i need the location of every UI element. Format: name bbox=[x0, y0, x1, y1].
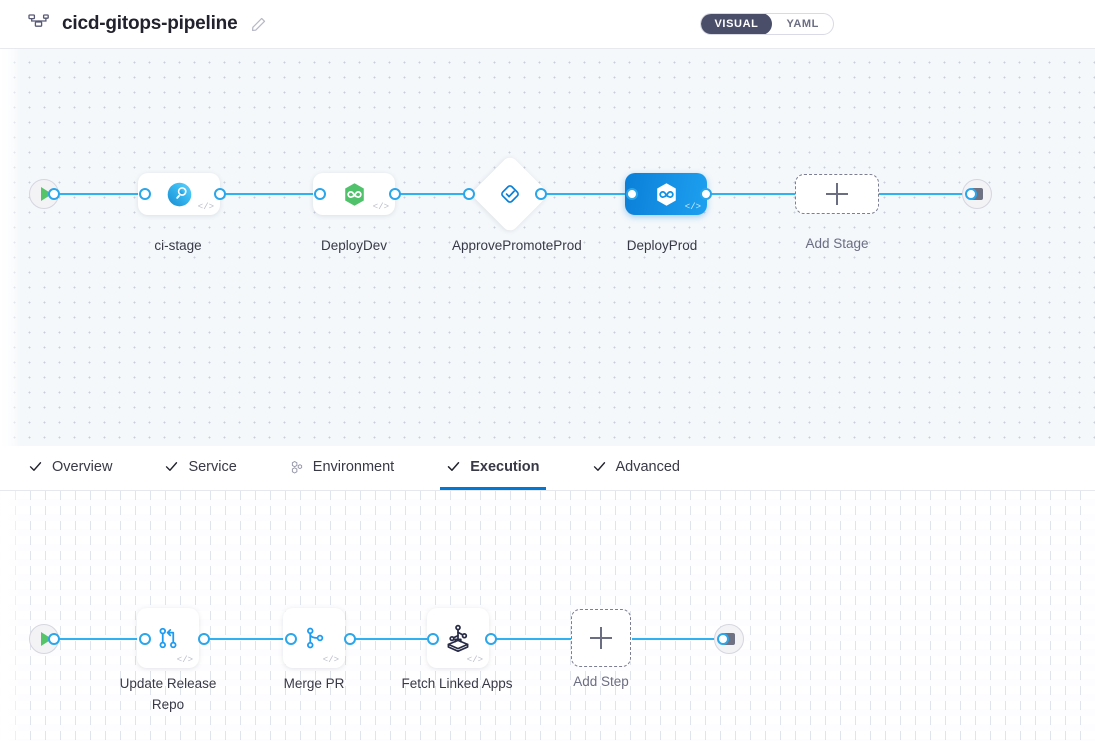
stage-node-ci-stage[interactable]: </> bbox=[138, 173, 220, 215]
config-tabs[interactable]: Overview Service Environment Execution bbox=[0, 446, 1095, 491]
pipeline-icon bbox=[26, 11, 52, 37]
edge-ci-to-deploydev bbox=[218, 193, 318, 195]
stage-label-ci-stage: ci-stage bbox=[154, 238, 202, 253]
end-input-port[interactable] bbox=[717, 633, 729, 645]
play-icon bbox=[40, 187, 52, 201]
linked-apps-icon bbox=[441, 621, 475, 655]
add-step-label: Add Step bbox=[573, 674, 629, 689]
plus-icon bbox=[826, 183, 848, 205]
approve-input-port[interactable] bbox=[463, 188, 475, 200]
code-badge: </> bbox=[684, 202, 701, 212]
edge-merge-pr-to-fetch-linked-apps bbox=[350, 638, 430, 640]
edge-approve-to-deployprod bbox=[540, 193, 640, 195]
argo-hexagon-icon bbox=[341, 181, 368, 208]
ci-stage-output-port[interactable] bbox=[214, 188, 226, 200]
add-stage-label: Add Stage bbox=[805, 236, 869, 251]
tab-label: Overview bbox=[52, 458, 113, 475]
tab-overview[interactable]: Overview bbox=[22, 446, 118, 490]
check-icon bbox=[28, 459, 43, 474]
approval-check-diamond-icon bbox=[497, 181, 523, 207]
code-badge: </> bbox=[197, 202, 214, 212]
edge-start-to-update-release-repo bbox=[52, 638, 144, 640]
merge-pr-input-port[interactable] bbox=[285, 633, 297, 645]
plus-icon bbox=[590, 627, 612, 649]
tab-label: Environment bbox=[312, 458, 395, 475]
deployprod-input-port[interactable] bbox=[626, 188, 638, 200]
fetch-linked-apps-input-port[interactable] bbox=[427, 633, 439, 645]
view-mode-toggle[interactable]: VISUAL YAML bbox=[699, 13, 834, 35]
deploydev-input-port[interactable] bbox=[314, 188, 326, 200]
end-input-port[interactable] bbox=[965, 188, 977, 200]
toggle-visual[interactable]: VISUAL bbox=[700, 14, 773, 34]
stage-node-deploydev[interactable]: </> bbox=[313, 173, 395, 215]
stage-label-deployprod: DeployProd bbox=[626, 238, 698, 253]
stage-node-deployprod[interactable]: </> bbox=[625, 173, 707, 215]
deployprod-output-port[interactable] bbox=[700, 188, 712, 200]
tab-execution[interactable]: Execution bbox=[440, 446, 546, 490]
edge-update-release-repo-to-merge-pr bbox=[207, 638, 291, 640]
step-label-update-release-repo: Update Release Repo bbox=[119, 676, 217, 712]
update-release-repo-output-port[interactable] bbox=[198, 633, 210, 645]
environment-icon bbox=[289, 459, 304, 474]
argo-hexagon-icon bbox=[653, 181, 680, 208]
tab-label: Advanced bbox=[615, 458, 681, 475]
git-pull-request-icon bbox=[153, 623, 183, 653]
ci-stage-input-port[interactable] bbox=[139, 188, 151, 200]
stage-graph: </> ci-stage </> DeployDev bbox=[0, 49, 1095, 446]
ci-build-icon bbox=[166, 181, 193, 208]
tab-label: Execution bbox=[470, 458, 540, 475]
update-release-repo-input-port[interactable] bbox=[139, 633, 151, 645]
start-output-port[interactable] bbox=[48, 633, 60, 645]
code-badge: </> bbox=[466, 655, 483, 665]
tab-environment[interactable]: Environment bbox=[283, 446, 400, 490]
check-icon bbox=[164, 459, 179, 474]
merge-pr-output-port[interactable] bbox=[344, 633, 356, 645]
edge-start-to-ci bbox=[52, 193, 144, 195]
step-label-merge-pr: Merge PR bbox=[283, 676, 345, 691]
add-stage-button[interactable] bbox=[795, 174, 879, 214]
stage-label-deploydev: DeployDev bbox=[320, 238, 388, 253]
edge-fetch-linked-apps-to-add-step bbox=[492, 638, 572, 640]
toggle-yaml[interactable]: YAML bbox=[786, 18, 819, 30]
code-badge: </> bbox=[372, 202, 389, 212]
header-bar: cicd-gitops-pipeline VISUAL YAML bbox=[0, 0, 1095, 49]
stage-node-approvepromoteprod[interactable] bbox=[470, 154, 550, 234]
check-icon bbox=[446, 459, 461, 474]
execution-canvas[interactable]: </> Update Release Repo </> bbox=[0, 491, 1095, 741]
edge-deployprod-to-addstage bbox=[703, 193, 807, 195]
step-graph: </> Update Release Repo </> bbox=[0, 491, 1095, 741]
step-label-fetch-linked-apps: Fetch Linked Apps bbox=[401, 676, 513, 691]
tab-label: Service bbox=[188, 458, 237, 475]
edge-addstage-to-end bbox=[869, 193, 969, 195]
fetch-linked-apps-output-port[interactable] bbox=[485, 633, 497, 645]
deploydev-output-port[interactable] bbox=[389, 188, 401, 200]
edge-deploydev-to-approve bbox=[390, 193, 478, 195]
start-node[interactable] bbox=[29, 624, 59, 654]
stage-label-approvepromoteprod: ApprovePromoteProd bbox=[452, 238, 582, 253]
approve-output-port[interactable] bbox=[535, 188, 547, 200]
check-icon bbox=[592, 459, 607, 474]
play-icon bbox=[40, 632, 52, 646]
code-badge: </> bbox=[176, 655, 193, 665]
edge-add-step-to-end bbox=[632, 638, 721, 640]
git-branch-icon bbox=[299, 623, 329, 653]
page-title: cicd-gitops-pipeline bbox=[62, 13, 238, 34]
add-step-button[interactable] bbox=[571, 609, 631, 667]
pencil-icon[interactable] bbox=[249, 15, 267, 33]
tab-service[interactable]: Service bbox=[158, 446, 242, 490]
tab-advanced[interactable]: Advanced bbox=[586, 446, 687, 490]
code-badge: </> bbox=[322, 655, 339, 665]
start-output-port[interactable] bbox=[48, 188, 60, 200]
pipeline-canvas[interactable]: </> ci-stage </> DeployDev bbox=[0, 49, 1095, 446]
